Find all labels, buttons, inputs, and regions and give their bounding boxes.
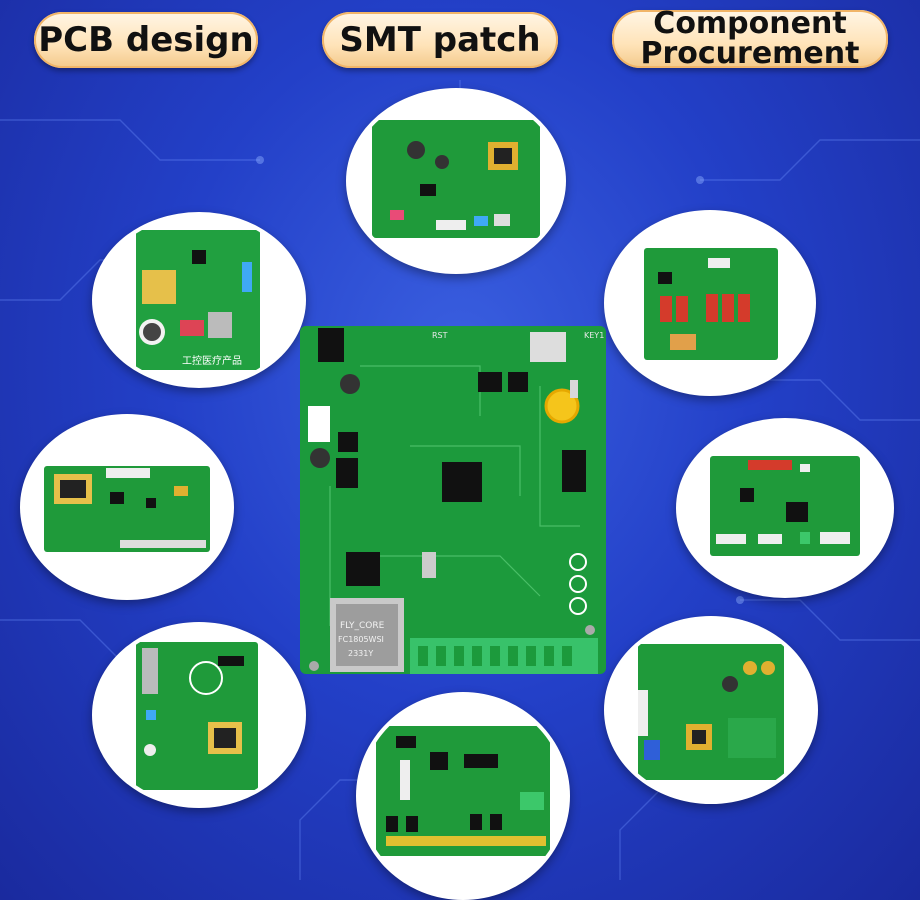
central-pcb-board: FLY_CORE FC1805WSI 2331Y RST KEY1 [300,326,606,674]
photo-mid-right-board [676,418,894,598]
photo-lower-right-board [604,616,818,804]
left-board-caption: 工控医疗产品 [182,354,242,367]
photo-mid-left-board [20,414,234,600]
photo-upper-left-board: 工控医疗产品 [92,212,306,388]
rst-label: RST [432,331,448,340]
photo-lower-left-board [92,622,306,808]
component-procurement-line2: Procurement [640,36,860,71]
pcb-design-text: PCB design [38,20,254,60]
component-procurement-text: Component Procurement [641,9,860,69]
component-procurement-label: Component Procurement [612,9,888,69]
chip-date-text: 2331Y [348,649,373,658]
photo-top-center-board [346,88,566,274]
chip-model-text: FC1805WSI [338,635,384,644]
smt-patch-label: SMT patch [322,12,558,68]
pcb-design-label: PCB design [34,12,258,68]
photo-bottom-center-board [356,692,570,900]
component-procurement-line1: Component [653,6,847,41]
chip-brand-text: FLY_CORE [340,621,385,631]
key-label: KEY1 [584,331,604,340]
smt-patch-text: SMT patch [339,20,541,60]
photo-upper-right-board [604,210,816,396]
